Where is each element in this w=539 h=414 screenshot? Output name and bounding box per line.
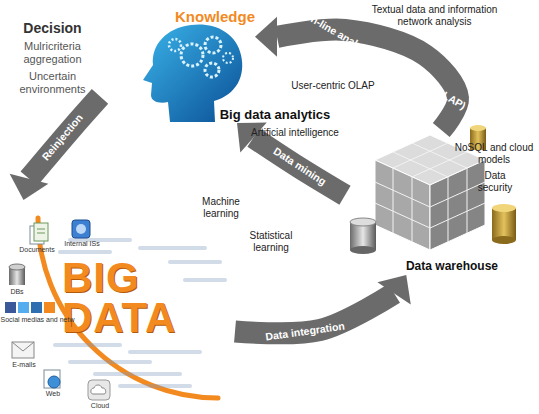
social-square [5, 302, 16, 313]
word-stroke [55, 343, 120, 347]
icon-label: Cloud [82, 402, 118, 410]
icon-label: Internal ISs [60, 240, 104, 248]
icon-label: Web [38, 390, 68, 398]
grid-line [430, 182, 485, 207]
node-title: Knowledge [175, 8, 255, 25]
orange-arc [38, 218, 218, 398]
email-icon [12, 342, 34, 358]
tile-symbol [88, 380, 110, 400]
word-stroke [140, 246, 205, 250]
page-line [37, 229, 45, 230]
knowledge-node: Knowledge [135, 5, 255, 123]
grid-line [430, 203, 485, 228]
app-symbol [72, 220, 90, 238]
envelope-flap [12, 342, 34, 351]
annotation-text: Artificial intelligence [240, 127, 350, 139]
word-stroke [130, 350, 200, 354]
grid-line [393, 143, 448, 168]
word-stroke [60, 250, 110, 254]
word-stroke [185, 278, 225, 282]
cloud-icon [88, 380, 110, 400]
annotation-text: User-centric OLAP [283, 80, 383, 92]
grid-line [393, 168, 394, 233]
globe-symbol [48, 376, 60, 388]
arrow-label: Data mining [272, 145, 329, 188]
gear-symbol [205, 37, 221, 53]
flow-arrow [10, 96, 100, 200]
big-data-node: BIG DATA [0, 200, 235, 412]
grid-line [393, 152, 448, 177]
gear-symbol [169, 39, 181, 51]
arrow-head [10, 174, 49, 200]
envelope-symbol [12, 342, 34, 358]
arrow-band [254, 138, 345, 196]
word-stroke [170, 260, 220, 264]
grid-line [448, 177, 449, 242]
word-stroke [120, 384, 190, 388]
center-title: Big data analytics [215, 108, 335, 123]
annotation-text: Data security [468, 170, 522, 193]
social-icon [5, 302, 55, 313]
decision-node: DecisionMulricriteria aggregationUncerta… [5, 20, 100, 98]
gold-cylinder-bottom [492, 236, 516, 244]
word-stroke [95, 372, 180, 376]
gear-symbol [205, 63, 219, 77]
arrow-label: Data integration [265, 319, 346, 342]
social-square [18, 302, 29, 313]
node-title: Decision [5, 20, 100, 36]
arrow-head [255, 17, 277, 57]
gear-symbol [181, 44, 203, 66]
web-icon [44, 370, 60, 388]
annotation-text: Machine learning [192, 196, 250, 219]
cylinder-top [9, 264, 25, 270]
cylinder-body [9, 267, 25, 285]
word-cloud [55, 240, 225, 386]
grid-line [412, 152, 467, 177]
icon-label: E-mails [4, 361, 44, 369]
social-square [31, 302, 42, 313]
cloud-symbol [91, 385, 106, 394]
silver-cylinder [350, 222, 376, 250]
grid-line [375, 203, 430, 228]
annotation-text: Textual data and information network ana… [362, 4, 507, 27]
app-symbol [76, 224, 86, 234]
social-square [44, 302, 55, 313]
grid-line [467, 168, 468, 233]
icon-label: DBs [2, 288, 32, 296]
grid-line [375, 182, 430, 207]
icon-label: Social medias and netw [0, 316, 75, 324]
annotation-text: NoSQL and cloud models [452, 142, 536, 165]
cube-grid [375, 143, 485, 242]
arrow-label: Reinjection [39, 111, 85, 162]
icon-label: Documents [16, 246, 58, 254]
cube-left [375, 160, 430, 250]
internal-is-icon [72, 220, 90, 238]
arrow-head [377, 275, 410, 304]
grid-line [412, 177, 413, 242]
page-line [37, 233, 45, 234]
gold-cylinder-top [470, 125, 486, 131]
node-note: Uncertain environments [5, 70, 100, 96]
gold-cylinder [492, 208, 516, 240]
node-note: Mulricriteria aggregation [5, 40, 100, 66]
node-title: Data warehouse [406, 259, 498, 273]
arrow-band [29, 96, 100, 178]
silver-cylinder-top [350, 218, 376, 226]
gold-cylinder-top [492, 204, 516, 212]
cube-right [430, 160, 485, 250]
page-symbol [30, 226, 44, 244]
annotation-text: Statistical learning [240, 230, 302, 253]
page-symbol [44, 370, 60, 388]
gear-symbol [223, 53, 233, 63]
word-cloud-title: BIG DATA [62, 258, 202, 338]
word-stroke [70, 360, 150, 364]
silver-cylinder-bottom [350, 246, 376, 254]
page-symbol [34, 223, 48, 241]
documents-icon [30, 223, 48, 244]
db-icon [9, 264, 25, 285]
